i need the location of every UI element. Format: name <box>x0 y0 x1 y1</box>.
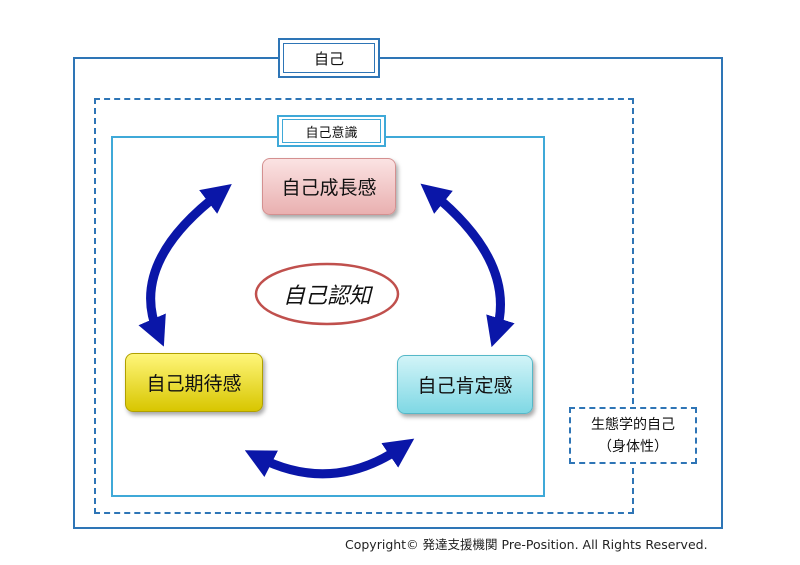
arrow-right <box>420 183 515 348</box>
arrow-bottom <box>244 438 415 479</box>
self-frame <box>73 57 723 529</box>
ecological-self-label: 生態学的自己 <box>591 416 675 433</box>
self-awareness-label: 自己意識 <box>282 119 381 143</box>
embodiment-label: （身体性） <box>598 438 668 455</box>
node-self-affirmation: 自己肯定感 <box>397 355 533 414</box>
self-label: 自己 <box>283 43 375 73</box>
ecological-self-label-box: 生態学的自己 （身体性） <box>569 407 697 464</box>
center-label: 自己認知 <box>282 284 371 309</box>
self-awareness-label-box: 自己意識 <box>277 115 386 147</box>
copyright-text: Copyright© 発達支援機関 Pre-Position. All Righ… <box>345 537 708 552</box>
node-self-growth: 自己成長感 <box>262 158 396 215</box>
ecological-self-frame <box>94 98 634 514</box>
self-label-box: 自己 <box>278 38 380 78</box>
node-self-expectation: 自己期待感 <box>125 353 263 412</box>
center-ellipse <box>254 262 400 326</box>
arrow-left <box>138 184 232 347</box>
